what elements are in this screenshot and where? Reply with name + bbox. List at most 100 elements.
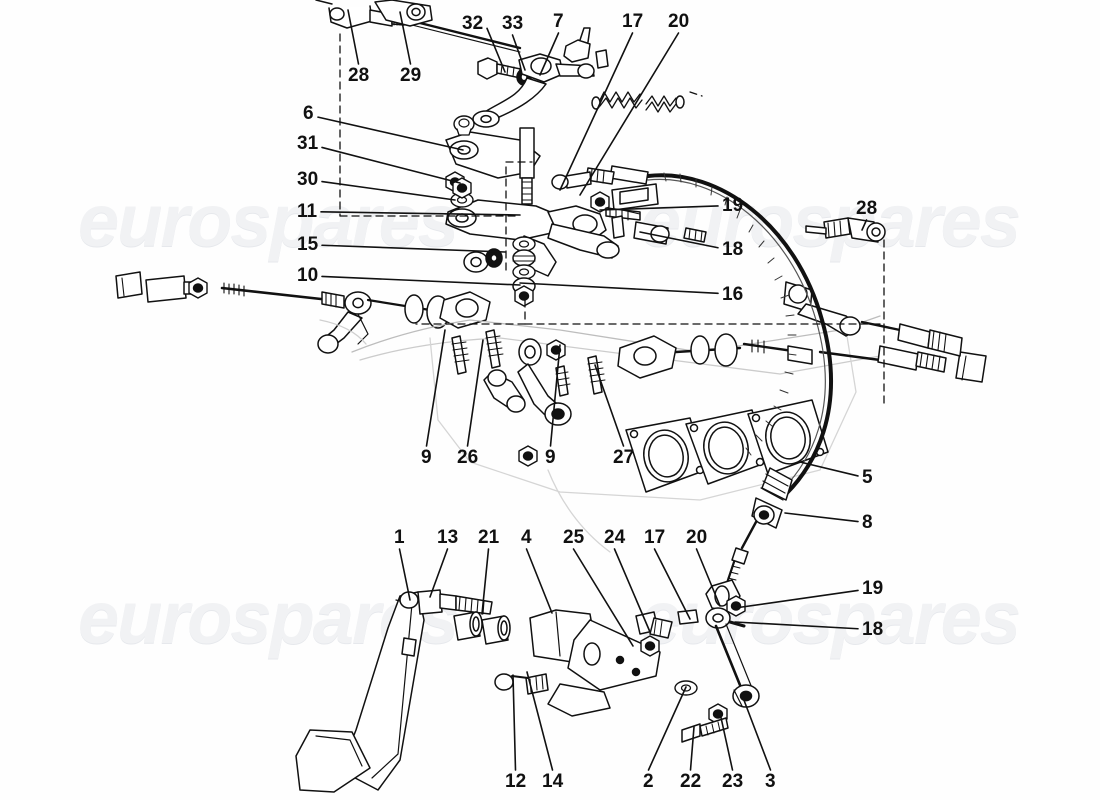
leader-line-20-top — [579, 32, 680, 196]
callout-label-10-left: 10 — [297, 265, 319, 286]
pivot-bracket-6 — [445, 115, 541, 193]
leader-line-1 — [398, 548, 411, 601]
center-pivot-shaft — [519, 127, 535, 205]
leader-line-18-top — [639, 231, 719, 249]
leader-line-4 — [525, 548, 553, 614]
callout-label-29: 29 — [400, 65, 422, 86]
leader-line-19-bot — [734, 589, 859, 609]
callout-label-31: 31 — [297, 133, 319, 154]
leader-line-17-top — [559, 32, 634, 191]
callout-label-25: 25 — [563, 527, 585, 548]
leader-line-23 — [719, 712, 734, 771]
callout-label-7: 7 — [553, 11, 564, 32]
rocker-lever-11 — [445, 177, 620, 277]
bush-21-b — [481, 615, 511, 645]
leader-line-10-left — [321, 275, 521, 286]
callout-label-3: 3 — [765, 771, 776, 792]
right-cross-shaft — [617, 281, 987, 383]
callout-label-30: 30 — [297, 169, 319, 190]
accelerator-pedal — [295, 589, 511, 793]
springs-top — [591, 91, 685, 113]
callout-label-17-bot: 17 — [644, 527, 666, 548]
callout-label-19-top: 19 — [722, 195, 744, 216]
leader-line-13 — [429, 548, 449, 598]
callout-label-24: 24 — [604, 527, 626, 548]
callout-label-26: 26 — [457, 447, 479, 468]
leader-line-32 — [486, 27, 506, 73]
leader-line-30 — [321, 180, 456, 201]
construction-lines — [339, 33, 885, 405]
leader-line-26 — [466, 339, 484, 447]
watermark-3: eurospares — [640, 576, 1021, 659]
callout-label-2: 2 — [643, 771, 654, 792]
callout-label-15: 15 — [297, 234, 319, 255]
callout-label-9-a: 9 — [421, 447, 432, 468]
leader-line-15 — [321, 244, 506, 253]
leader-line-5 — [799, 461, 859, 477]
rod-end-28-right — [805, 217, 886, 243]
bellcrank-7 — [472, 27, 609, 128]
callout-label-12: 12 — [505, 771, 527, 792]
callout-label-9-b: 9 — [545, 447, 556, 468]
callout-label-21: 21 — [478, 527, 500, 548]
bolt-32 — [477, 57, 531, 81]
leader-line-7 — [539, 32, 560, 76]
callout-label-19-bot: 19 — [862, 578, 884, 599]
callout-label-28-top: 28 — [348, 65, 370, 86]
leader-line-8 — [784, 512, 859, 523]
cross-shaft-left — [366, 291, 491, 329]
callout-label-11: 11 — [297, 201, 318, 222]
leader-line-19-top — [599, 205, 719, 211]
leader-line-2 — [647, 686, 687, 771]
callout-label-8: 8 — [862, 512, 873, 533]
leader-line-31 — [321, 146, 461, 184]
callout-label-4: 4 — [521, 527, 532, 548]
mid-studs — [451, 329, 606, 467]
leader-line-33 — [511, 34, 526, 71]
leader-line-20-bot — [695, 548, 721, 607]
callout-label-14: 14 — [542, 771, 564, 792]
callout-label-1: 1 — [394, 527, 405, 548]
callout-label-18-top: 18 — [722, 239, 744, 260]
pedal-bracket-4 — [494, 609, 699, 717]
callout-label-32: 32 — [462, 13, 484, 34]
leader-line-16 — [519, 282, 719, 295]
callout-label-18-bot: 18 — [862, 619, 884, 640]
leader-line-9-b — [549, 344, 561, 447]
leader-line-9-a — [425, 329, 446, 447]
callout-label-5: 5 — [862, 467, 873, 488]
leader-line-3 — [741, 694, 772, 771]
leader-line-27 — [594, 364, 625, 447]
leader-line-24 — [613, 548, 651, 633]
callout-label-16: 16 — [722, 284, 744, 305]
leader-line-11 — [320, 211, 521, 216]
leader-line-18-bot — [734, 621, 859, 630]
callout-label-20-bot: 20 — [686, 527, 708, 548]
bush-stack — [463, 236, 536, 307]
callout-label-13: 13 — [437, 527, 459, 548]
callout-label-17-top: 17 — [622, 11, 644, 32]
callout-label-28-right: 28 — [856, 198, 878, 219]
leader-line-25 — [572, 548, 634, 647]
callout-label-23: 23 — [722, 771, 744, 792]
leader-line-17-bot — [653, 548, 691, 620]
callout-label-27: 27 — [613, 447, 635, 468]
throttle-cable-5 — [551, 165, 833, 496]
leader-line-29 — [399, 11, 412, 65]
cable-lower-end — [724, 467, 793, 588]
callout-label-22: 22 — [680, 771, 702, 792]
lower-right-linkage — [674, 579, 760, 743]
leader-line-28-top — [347, 9, 360, 65]
upper-rod-assembly — [315, 0, 522, 53]
top-fittings-18-19 — [590, 183, 707, 245]
callout-label-20-top: 20 — [668, 11, 690, 32]
callout-label-6: 6 — [303, 103, 314, 124]
bush-21-a — [453, 611, 483, 641]
leader-line-12 — [512, 674, 517, 771]
callout-label-33: 33 — [502, 13, 524, 34]
left-pushrod — [115, 271, 372, 354]
leader-line-14 — [526, 671, 554, 771]
leader-line-28-right — [861, 219, 868, 231]
